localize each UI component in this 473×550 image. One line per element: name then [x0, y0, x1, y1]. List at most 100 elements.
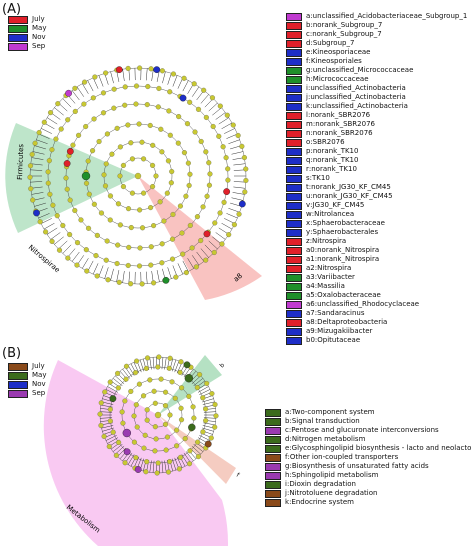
branch-line: [187, 258, 194, 269]
biomarker-node: [122, 428, 132, 438]
legend-row: b: norank_Subgroup_7: [286, 21, 467, 30]
tree-node: [129, 190, 135, 196]
tree-node: [91, 201, 97, 207]
tree-node: [148, 66, 154, 72]
branch-line: [145, 271, 148, 284]
legend-row: d: Nitrogen metabolism: [265, 435, 473, 444]
tree-node: [53, 136, 59, 142]
legend-code: a: [285, 408, 290, 416]
branch-line: [203, 411, 216, 413]
legend-label: Sandaracinus: [317, 309, 365, 317]
tree-node: [189, 245, 195, 251]
tree-node: [98, 210, 105, 216]
legend-label: norank_SBR2076: [312, 129, 373, 137]
branch-line: [191, 445, 201, 455]
tree-node: [162, 421, 169, 427]
legend-swatch: [286, 264, 302, 273]
legend-row: q: norank_TK10: [286, 156, 467, 165]
branch-line: [47, 117, 58, 125]
tree-node: [94, 232, 100, 238]
legend-code: w: [306, 210, 312, 218]
legend-swatch: [286, 237, 302, 246]
legend-label: Micrococcaceae: [312, 75, 369, 83]
tree-node: [120, 162, 126, 168]
legend-code: d: [306, 39, 311, 47]
legend-label: Other ion-coupled transporters: [289, 453, 399, 461]
legend-label: Kineosporiales: [310, 57, 362, 65]
tree-node: [107, 379, 113, 385]
tree-node: [74, 262, 80, 268]
branch-line: [208, 240, 218, 250]
legend-label: unclassified_Acidobacteriaceae_Subgroup_…: [312, 12, 468, 20]
branch-line: [191, 255, 200, 266]
tree-node: [191, 81, 197, 87]
tree-node: [145, 83, 151, 90]
branch-line: [102, 427, 114, 432]
tree-node: [136, 381, 142, 387]
tree-node: [28, 186, 34, 192]
legend-swatch: [8, 371, 28, 380]
tree-node: [82, 79, 88, 85]
tree-node: [225, 177, 231, 183]
biomarker-node: [63, 160, 71, 167]
branch-line: [171, 359, 177, 372]
biomarker-node: [65, 89, 72, 97]
tree-node: [120, 184, 126, 190]
legend-row: i: unclassified_Actinobacteria: [286, 84, 467, 93]
tree-node: [148, 244, 154, 250]
legend-code: p: [306, 147, 311, 155]
panel-a-cladogram: Firmicutes Nitrospirae a8: [5, 65, 262, 300]
legend-swatch: [286, 273, 302, 282]
tree-node: [204, 380, 210, 387]
tree-node: [27, 174, 33, 180]
branch-line: [40, 218, 52, 224]
legend-swatch: [286, 129, 302, 138]
legend-row: a2: Nitrospira: [286, 264, 467, 273]
tree-node: [186, 182, 192, 189]
legend-row: r: norank_TK10: [286, 165, 467, 174]
tree-node: [90, 95, 96, 101]
legend-row: a8: Deltaproteobacteria: [286, 318, 467, 327]
branch-line: [50, 232, 61, 240]
branch-line: [54, 236, 64, 245]
tree-node: [150, 142, 156, 148]
legend-swatch: [286, 327, 302, 336]
legend-code: f: [285, 453, 288, 461]
biomarker-node: [238, 200, 246, 208]
tree-node: [67, 197, 73, 203]
tree-node: [67, 231, 73, 238]
legend-row: u: norank_JG30_KF_CM45: [286, 192, 467, 201]
legend-swatch: [286, 12, 302, 21]
tree-node: [195, 106, 202, 112]
tree-node: [122, 84, 128, 90]
legend-swatch: [265, 453, 281, 462]
branch-line: [71, 90, 80, 101]
tree-node: [203, 114, 209, 121]
legend-code: a8: [306, 318, 315, 326]
tree-node: [143, 469, 149, 475]
tree-node: [56, 247, 63, 253]
legend-swatch: [286, 156, 302, 165]
legend-swatch: [8, 33, 28, 42]
tree-node: [92, 74, 98, 80]
legend-label: Massilia: [317, 282, 345, 290]
legend-label: norank_SBR2076: [315, 120, 375, 128]
branch-line: [98, 75, 104, 87]
legend-swatch: [286, 210, 302, 219]
tree-node: [81, 101, 87, 107]
legend-row: h: Micrococcaceae: [286, 75, 467, 84]
branch-line: [182, 80, 189, 92]
tree-node: [125, 122, 131, 128]
legend-code: a: [306, 12, 311, 20]
panel-b-cladogram: Metabolism b f: [43, 354, 241, 546]
legend-code: i: [306, 84, 308, 92]
tree-node: [217, 103, 223, 109]
tree-node: [203, 406, 209, 412]
legend-swatch: [265, 471, 281, 480]
legend-code: k: [285, 498, 290, 506]
legend-label: Sphingolipid metabolism: [291, 471, 379, 479]
tree-node: [83, 247, 89, 253]
legend-label: May: [32, 24, 47, 32]
legend-row: a6: unclassified_Rhodocyclaceae: [286, 300, 467, 309]
sector-firmicutes: [5, 123, 138, 233]
